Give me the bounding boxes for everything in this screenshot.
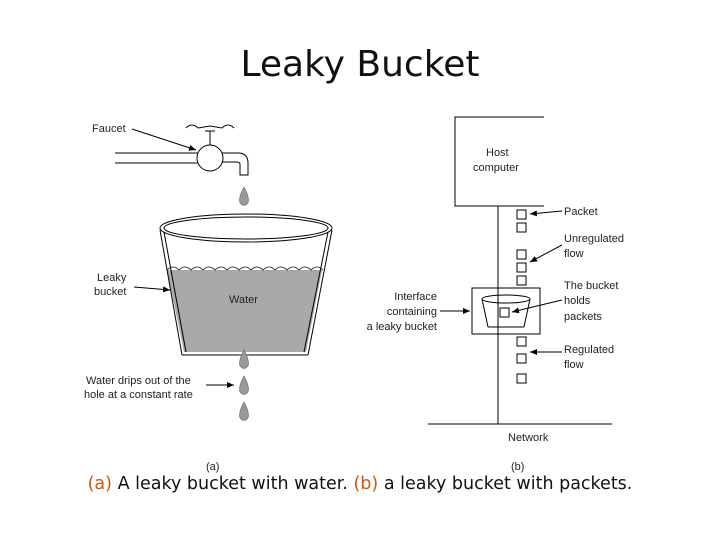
packet — [516, 262, 527, 273]
water-drop-icon — [239, 349, 249, 369]
slide-title: Leaky Bucket — [240, 44, 480, 85]
leaky-bucket-label-line1: Leaky — [97, 272, 127, 284]
interface-label-line3: a leaky bucket — [367, 321, 437, 333]
drips-label-line2: hole at a constant rate — [84, 389, 193, 401]
host-computer-box — [454, 116, 544, 207]
packet — [516, 336, 527, 347]
faucet-icon — [115, 124, 249, 176]
bucket-holds-label-line2: holds — [564, 295, 591, 307]
host-label-line1: Host — [486, 147, 509, 159]
bucket-icon — [481, 294, 531, 328]
packet — [516, 249, 527, 260]
caption-part-a-text: A leaky bucket with water. — [112, 474, 354, 494]
interface-label-line2: containing — [387, 306, 437, 318]
packet-label: Packet — [564, 206, 598, 218]
water-drop-icon — [239, 401, 249, 421]
part-b-label: (b) — [511, 461, 524, 473]
regulated-label-line1: Regulated — [564, 344, 614, 356]
caption-part-b-tag: (b) — [353, 474, 379, 494]
water-drop-icon — [239, 375, 249, 395]
leaky-bucket-label-line2: bucket — [94, 286, 126, 298]
packet — [516, 275, 527, 286]
part-a-label: (a) — [206, 461, 219, 473]
drips-label-line1: Water drips out of the — [86, 375, 191, 387]
packet — [516, 373, 527, 384]
bucket-shape — [159, 213, 333, 356]
water-label: Water — [229, 294, 258, 306]
faucet-label: Faucet — [92, 123, 126, 135]
unregulated-label-line2: flow — [564, 248, 584, 260]
water-drop-icon — [239, 186, 249, 206]
unregulated-label-line1: Unregulated — [564, 233, 624, 245]
caption-part-a-tag: (a) — [87, 474, 112, 494]
packet — [516, 222, 527, 233]
packet — [516, 353, 527, 364]
regulated-label-line2: flow — [564, 359, 584, 371]
network-label: Network — [508, 432, 549, 444]
interface-box — [471, 287, 541, 335]
interface-label-line1: Interface — [394, 291, 437, 303]
packet — [516, 209, 527, 220]
caption-part-b-text: a leaky bucket with packets. — [378, 474, 633, 494]
diagram-b: Host computer Network Packet Unregulated — [367, 116, 624, 473]
bucket-holds-label-line1: The bucket — [564, 280, 618, 292]
diagram-a: Faucet Water Leaky bucket — [84, 123, 333, 473]
bucket-holds-label-line3: packets — [564, 311, 602, 323]
figure-caption: (a) A leaky bucket with water. (b) a lea… — [0, 474, 720, 494]
host-label-line2: computer — [473, 162, 519, 174]
